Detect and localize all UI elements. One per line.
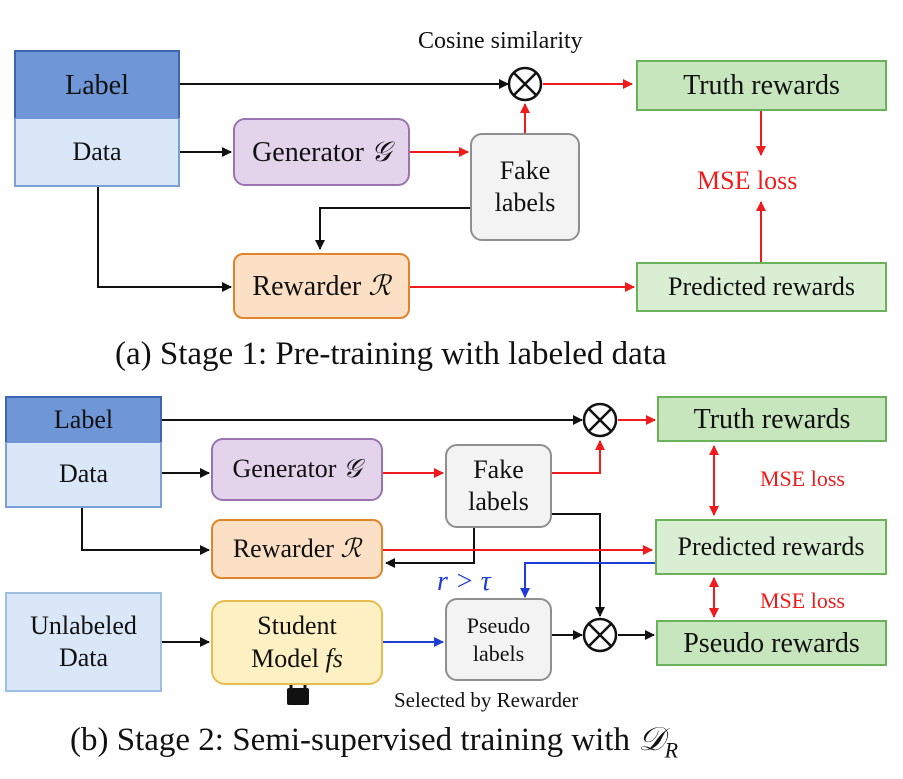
stage1-mse-loss-label: MSE loss xyxy=(697,166,798,195)
stage1-generator-box: Generator 𝒢 xyxy=(233,118,410,186)
unlabeled-line2: Data xyxy=(58,643,109,672)
stage2-arrows xyxy=(81,415,719,647)
stage2-predicted-text: Predicted rewards xyxy=(677,531,865,561)
stage1-truth-rewards-box: Truth rewards xyxy=(636,60,887,111)
stage2-fake-labels-box: Fake labels xyxy=(445,444,552,528)
stage2-data-box: Data xyxy=(5,442,162,508)
unlabeled-line1: Unlabeled xyxy=(30,610,137,640)
dataset-subscript: R xyxy=(664,737,679,763)
circle-times-icon xyxy=(582,617,618,653)
pseudo-line1: Pseudo xyxy=(466,613,531,638)
stage2-data-text: Data xyxy=(58,459,109,489)
stage2-fake-line2: labels xyxy=(468,487,529,516)
circle-times-icon xyxy=(507,66,543,102)
stage2-mse-loss-label-1: MSE loss xyxy=(760,466,845,491)
stage1-label-box: Label xyxy=(14,50,180,118)
stage2-truth-text: Truth rewards xyxy=(693,403,851,435)
stage2-caption-text: (b) Stage 2: Semi-supervised training wi… xyxy=(70,722,630,758)
stage2-fake-line1: Fake xyxy=(473,454,524,484)
stage1-data-box: Data xyxy=(14,118,180,187)
generator-symbol: 𝒢 xyxy=(342,454,362,484)
stage2-pseudo-rewards-text: Pseudo rewards xyxy=(683,627,860,659)
student-line1: Student xyxy=(257,611,337,640)
stage1-rewarder-box: Rewarder ℛ xyxy=(233,253,410,319)
stage2-pseudo-labels-box: Pseudo labels xyxy=(445,598,552,681)
student-line2: Model xyxy=(251,643,320,673)
pseudo-line2: labels xyxy=(472,640,525,666)
stage1-fake-labels-box: Fake labels xyxy=(470,133,580,241)
arrow-fake2-to-pseudo-cosine xyxy=(552,513,605,617)
stage1-fake-line1: Fake xyxy=(499,155,551,185)
stage2-generator-box: Generator 𝒢 xyxy=(211,438,383,501)
stage2-label-text: Label xyxy=(53,404,114,434)
stage2-mse-loss-label-2: MSE loss xyxy=(760,588,845,613)
stage2-student-model-box: Student Model fs xyxy=(211,600,383,685)
dataset-symbol: 𝒟 xyxy=(638,722,665,758)
stage2-unlabeled-data-box: Unlabeled Data xyxy=(5,592,162,692)
rewarder-symbol: ℛ xyxy=(368,270,391,302)
stage2-pseudo-rewards-box: Pseudo rewards xyxy=(656,620,887,666)
arrow-fake2-to-rewarder xyxy=(385,528,475,568)
stage1-rewarder-text: Rewarder xyxy=(252,270,362,302)
stage2-predicted-rewards-box: Predicted rewards xyxy=(655,519,887,575)
rewarder-symbol: ℛ xyxy=(340,533,362,563)
stage2-label-box: Label xyxy=(5,396,162,442)
stage2-generator-text: Generator xyxy=(232,454,337,484)
stage1-truth-text: Truth rewards xyxy=(683,70,840,101)
generator-symbol: 𝒢 xyxy=(371,136,391,168)
arrow-data-to-rewarder xyxy=(97,187,232,292)
stage1-predicted-text: Predicted rewards xyxy=(668,271,855,301)
arrow-fake2-to-cosine xyxy=(552,440,605,474)
arrow-fake-to-rewarder xyxy=(315,207,470,250)
stage2-rewarder-box: Rewarder ℛ xyxy=(211,519,383,579)
stage1-generator-text: Generator xyxy=(252,136,364,168)
stage2-caption: (b) Stage 2: Semi-supervised training wi… xyxy=(70,722,678,764)
student-symbol: fs xyxy=(325,643,343,673)
student-line2-wrap: Model fs xyxy=(251,643,343,676)
stage1-predicted-rewards-box: Predicted rewards xyxy=(636,262,887,312)
stage2-truth-rewards-box: Truth rewards xyxy=(657,396,887,442)
stage1-fake-line2: labels xyxy=(494,188,556,217)
stage1-cosine-similarity-label: Cosine similarity xyxy=(418,28,583,54)
stage1-data-text: Data xyxy=(72,136,122,166)
stage1-label-text: Label xyxy=(65,69,129,101)
circle-times-icon xyxy=(582,402,618,438)
stage1-arrows xyxy=(97,79,766,292)
arrow-data2-to-rewarder xyxy=(81,508,210,555)
threshold-label: r > τ xyxy=(437,566,491,597)
arrow-predicted-to-pseudo xyxy=(520,562,655,598)
stage1-caption: (a) Stage 1: Pre-training with labeled d… xyxy=(115,336,667,372)
selected-by-rewarder-label: Selected by Rewarder xyxy=(394,688,579,712)
stage2-rewarder-text: Rewarder xyxy=(232,533,334,563)
